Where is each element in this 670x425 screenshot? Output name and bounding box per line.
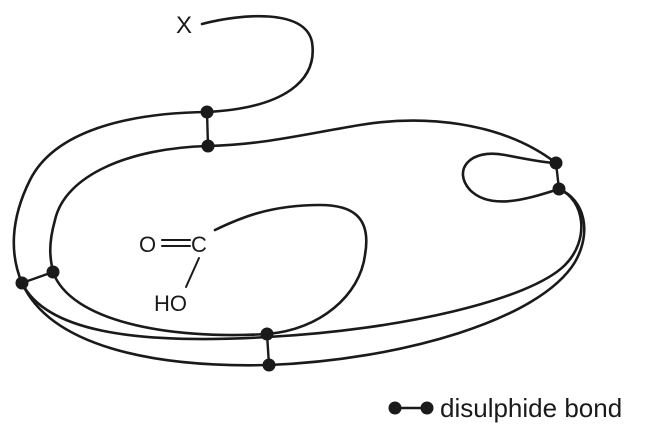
legend-dot-left <box>388 401 402 415</box>
disulphide-bond-top <box>200 105 215 153</box>
outer-chain-bottom-segment <box>20 187 586 367</box>
legend: disulphide bond <box>388 393 622 423</box>
disulphide-bonds <box>15 105 566 372</box>
polypeptide-chain <box>12 14 583 341</box>
carboxyl-carbon-label: C <box>191 232 207 257</box>
hydroxyl-label: HO <box>154 291 187 316</box>
carboxyl-oxygen-label: O <box>139 232 156 257</box>
carboxyl-group: O C HO <box>139 232 207 316</box>
single-bond-to-hydroxyl <box>185 257 200 288</box>
legend-text: disulphide bond <box>440 393 622 423</box>
legend-dot-right <box>420 401 434 415</box>
chain-start-label: X <box>176 12 192 39</box>
